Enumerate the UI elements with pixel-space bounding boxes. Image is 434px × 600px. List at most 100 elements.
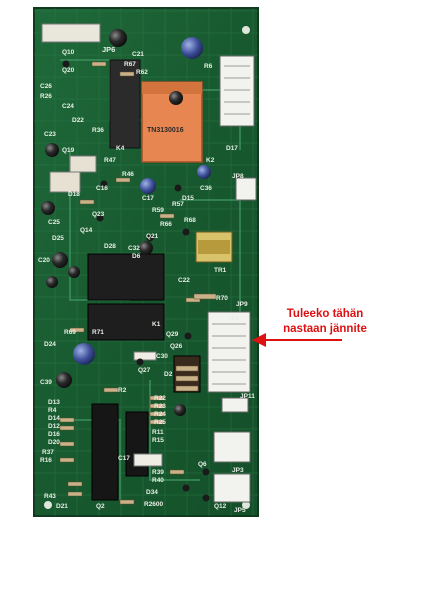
board-label: D28 bbox=[104, 243, 116, 250]
board-label: R68 bbox=[184, 217, 196, 224]
board-label: D2 bbox=[164, 371, 173, 378]
board-label: JP8 bbox=[232, 173, 244, 180]
capacitor bbox=[68, 266, 80, 278]
relay-label: TN3130016 bbox=[147, 127, 184, 134]
board-label: C36 bbox=[200, 185, 212, 192]
capacitor bbox=[46, 276, 58, 288]
capacitor bbox=[52, 252, 68, 268]
board-label: R59 bbox=[152, 207, 164, 214]
board-label: Q20 bbox=[62, 67, 75, 74]
silkscreen: JP6 C21 R67 R62 R6 Q10 Q20 C26 R26 C24 D… bbox=[38, 45, 255, 514]
board-label: R26 bbox=[40, 93, 52, 100]
board-label: R62 bbox=[136, 69, 148, 76]
board-label: C24 bbox=[62, 103, 74, 110]
sticker bbox=[133, 453, 163, 467]
ic-chip bbox=[91, 403, 119, 501]
capacitors bbox=[41, 29, 211, 416]
board-label: D21 bbox=[56, 503, 68, 510]
board-label: C16 bbox=[96, 185, 108, 192]
board-label: JP6 bbox=[102, 45, 115, 54]
board-label: Q23 bbox=[92, 211, 105, 218]
board-label: D25 bbox=[52, 235, 64, 242]
annotation-text: Tuleeko tähän nastaan jännite bbox=[270, 307, 380, 337]
board-label: D6 bbox=[132, 253, 141, 260]
board-label: D18 bbox=[68, 191, 80, 198]
board-label: C17 bbox=[118, 455, 130, 462]
component-block bbox=[49, 171, 81, 193]
board-label: R2600 bbox=[144, 501, 164, 508]
board-label: C25 bbox=[48, 219, 60, 226]
board-label: Q14 bbox=[80, 227, 93, 234]
relay-k1 bbox=[87, 253, 165, 341]
connector-jp5 bbox=[213, 473, 251, 503]
board-label: C17 bbox=[142, 195, 154, 202]
connector-jp11 bbox=[221, 397, 249, 413]
board-label: R24 bbox=[154, 411, 166, 418]
board-label: Q29 bbox=[166, 331, 179, 338]
board-label: C26 bbox=[40, 83, 52, 90]
board-label: R71 bbox=[92, 329, 104, 336]
board-label: JP3 bbox=[232, 467, 244, 474]
board-label: D17 bbox=[226, 145, 238, 152]
board-label: D34 bbox=[146, 489, 158, 496]
capacitor bbox=[181, 37, 203, 59]
board-label: Q19 bbox=[62, 147, 75, 154]
board-label: R70 bbox=[216, 295, 228, 302]
transistors bbox=[62, 60, 210, 502]
board-label: C21 bbox=[132, 51, 144, 58]
transformer-tr1 bbox=[195, 231, 233, 263]
connector-jp6 bbox=[41, 23, 101, 43]
board-label: D15 bbox=[182, 195, 194, 202]
board-label: JP11 bbox=[240, 393, 255, 400]
capacitor bbox=[139, 241, 153, 255]
board-label: C22 bbox=[178, 277, 190, 284]
board-label: R39 bbox=[152, 469, 164, 476]
board-label: C30 bbox=[156, 353, 168, 360]
board-label: R6 bbox=[204, 63, 213, 70]
board-label: Q2 bbox=[96, 503, 105, 510]
board-label: D22 bbox=[72, 117, 84, 124]
board-label: R57 bbox=[172, 201, 184, 208]
board-label: R66 bbox=[160, 221, 172, 228]
sticker bbox=[133, 351, 157, 361]
board-label: Q21 bbox=[146, 233, 159, 240]
board-label: TR1 bbox=[214, 267, 227, 274]
connector-jp3 bbox=[213, 431, 251, 463]
board-label: R25 bbox=[154, 419, 166, 426]
board-label: K1 bbox=[152, 321, 161, 328]
annotation-line-1: Tuleeko tähän bbox=[286, 308, 364, 320]
board-label: R37 bbox=[42, 449, 54, 456]
mount-hole bbox=[242, 26, 250, 34]
board-label: R22 bbox=[154, 395, 166, 402]
component-block bbox=[69, 155, 97, 173]
board-label: Q6 bbox=[198, 461, 207, 468]
arrow-pointer bbox=[252, 333, 342, 347]
board-label: C39 bbox=[40, 379, 52, 386]
capacitor bbox=[169, 91, 183, 105]
capacitor bbox=[197, 165, 211, 179]
board-label: C20 bbox=[38, 257, 50, 264]
board-label: R2 bbox=[118, 387, 127, 394]
board-label: Q27 bbox=[138, 367, 151, 374]
capacitor bbox=[45, 143, 59, 157]
annotation-line-2: nastaan jännite bbox=[283, 323, 367, 335]
board-label: D13 bbox=[48, 399, 60, 406]
capacitor bbox=[109, 29, 127, 47]
board-label: D14 bbox=[48, 415, 60, 422]
resistors bbox=[59, 61, 217, 505]
board-label: R23 bbox=[154, 403, 166, 410]
board-label: JP2 bbox=[228, 315, 240, 322]
board-label: R43 bbox=[44, 493, 56, 500]
board-label: K4 bbox=[116, 145, 125, 152]
board-label: R36 bbox=[92, 127, 104, 134]
capacitor bbox=[174, 404, 186, 416]
board-label: R69 bbox=[64, 329, 76, 336]
board-label: JP5 bbox=[234, 507, 246, 514]
board-label: R46 bbox=[122, 171, 134, 178]
board-label: JP9 bbox=[236, 301, 248, 308]
connector-jp2 bbox=[207, 311, 251, 393]
capacitor bbox=[140, 178, 156, 194]
board-label: D12 bbox=[48, 423, 60, 430]
board-label: D20 bbox=[48, 439, 60, 446]
